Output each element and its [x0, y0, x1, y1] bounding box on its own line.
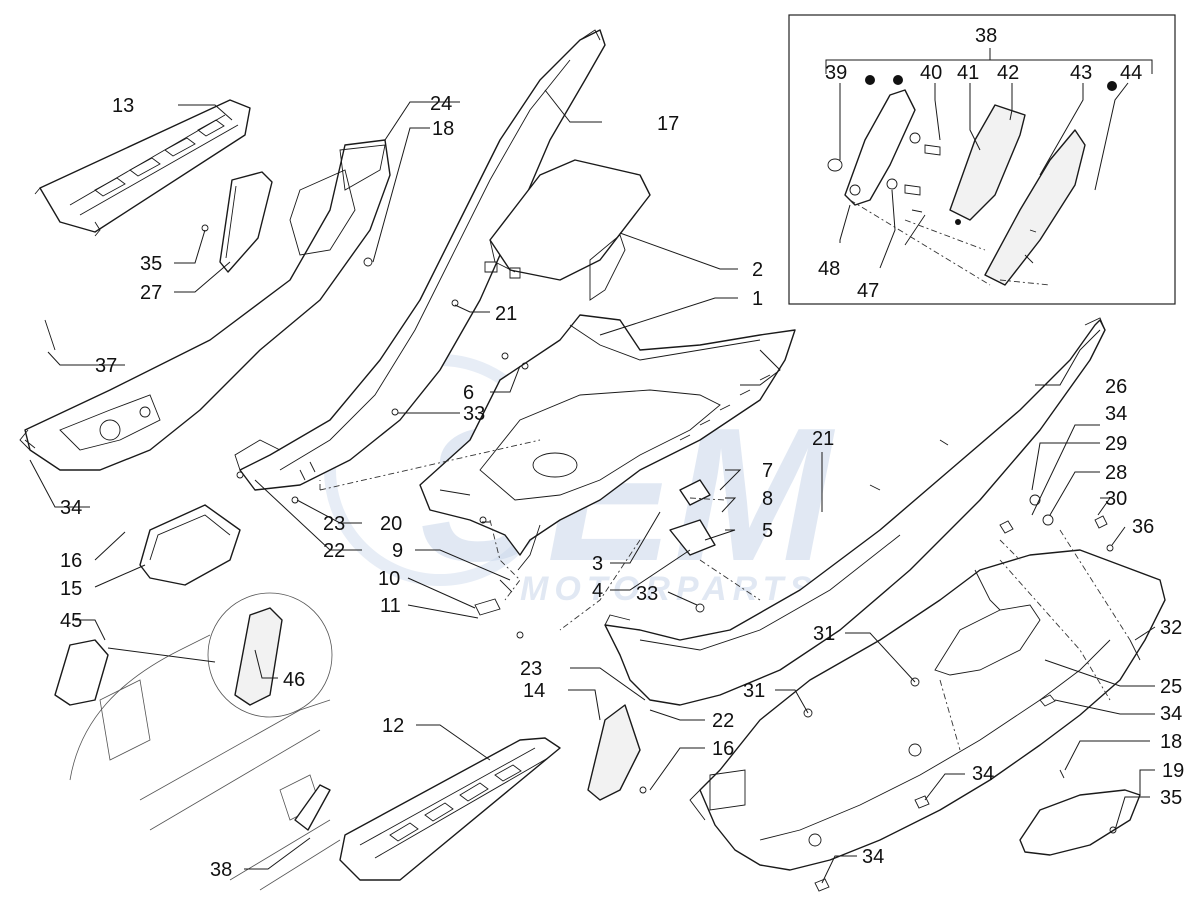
callout-27: 27 [140, 282, 162, 304]
callout-23-a: 23 [323, 513, 345, 535]
callout-32: 32 [1160, 617, 1182, 639]
callout-20: 20 [380, 513, 402, 535]
callout-labels: 1 2 3 4 5 6 7 8 9 10 11 12 13 14 15 16 1… [60, 25, 1184, 881]
callout-39: 39 [825, 62, 847, 84]
callout-19: 19 [1162, 760, 1184, 782]
callout-17: 17 [657, 113, 679, 135]
callout-8: 8 [762, 488, 773, 510]
callout-30: 30 [1105, 488, 1127, 510]
callout-48: 48 [818, 258, 840, 280]
callout-21-a: 21 [495, 303, 517, 325]
callout-34-a: 34 [1105, 403, 1127, 425]
footrest-mat-right [339, 737, 561, 881]
leader-lines [29, 82, 1156, 884]
side-panel-left [19, 139, 391, 471]
callout-33-b: 33 [636, 583, 658, 605]
callout-44: 44 [1120, 62, 1142, 84]
callout-37: 37 [95, 355, 117, 377]
callout-45: 45 [60, 610, 82, 632]
callout-16-a: 16 [60, 550, 82, 572]
callout-21-b: 21 [812, 428, 834, 450]
callout-34-b: 34 [60, 497, 82, 519]
floor-frame [419, 234, 796, 571]
callout-38-a: 38 [975, 25, 997, 47]
callout-22-a: 22 [323, 540, 345, 562]
side-panel-right [604, 317, 1106, 706]
central-tunnel-strip [234, 29, 606, 491]
callout-40: 40 [920, 62, 942, 84]
callout-29: 29 [1105, 433, 1127, 455]
lower-body-panel [689, 549, 1166, 871]
callout-5: 5 [762, 520, 773, 542]
callout-35-b: 35 [1160, 787, 1182, 809]
callout-25: 25 [1160, 676, 1182, 698]
footrest-mat-left [34, 99, 251, 237]
callout-34-e: 34 [862, 846, 884, 868]
callout-1: 1 [752, 288, 763, 310]
callout-7: 7 [762, 460, 773, 482]
callout-10: 10 [378, 568, 400, 590]
callout-35-a: 35 [140, 253, 162, 275]
callout-22-b: 22 [712, 710, 734, 732]
callout-41: 41 [957, 62, 979, 84]
inset-bracket-line [825, 59, 1153, 74]
callout-31-b: 31 [743, 680, 765, 702]
glovebox-lid-15 [139, 504, 241, 586]
inset-frame [788, 14, 1176, 305]
callout-9: 9 [392, 540, 403, 562]
callout-13: 13 [112, 95, 134, 117]
bracket-14 [587, 704, 641, 801]
callout-43: 43 [1070, 62, 1092, 84]
callout-38-b: 38 [210, 859, 232, 881]
callout-47: 47 [857, 280, 879, 302]
callout-24: 24 [430, 93, 452, 115]
callout-31-a: 31 [813, 623, 835, 645]
callout-16-b: 16 [712, 738, 734, 760]
callout-14: 14 [523, 680, 545, 702]
callout-42: 42 [997, 62, 1019, 84]
callout-6: 6 [463, 382, 474, 404]
callout-4: 4 [592, 580, 603, 602]
callout-11: 11 [380, 595, 401, 617]
inset-parts [827, 75, 1117, 286]
hardware [24, 224, 1141, 892]
callout-15: 15 [60, 578, 82, 600]
small-lid-19 [1019, 789, 1141, 856]
callout-18-b: 18 [1160, 731, 1182, 753]
callout-46: 46 [283, 669, 305, 691]
callout-2: 2 [752, 259, 763, 281]
watermark-sub-text: MOTORPARTS [520, 570, 818, 608]
callout-23-b: 23 [520, 658, 542, 680]
callout-36: 36 [1132, 516, 1154, 538]
callout-3: 3 [592, 553, 603, 575]
frame-sketch [69, 634, 341, 891]
seat-pad [484, 159, 651, 281]
assembly-lines [319, 439, 1131, 751]
clip-detail [54, 592, 333, 718]
callout-33-a: 33 [463, 403, 485, 425]
callout-34-c: 34 [1160, 703, 1182, 725]
callout-34-d: 34 [972, 763, 994, 785]
callout-26: 26 [1105, 376, 1127, 398]
callout-12: 12 [382, 715, 404, 737]
callout-18-a: 18 [432, 118, 454, 140]
callout-28: 28 [1105, 462, 1127, 484]
cover-panel-27 [219, 171, 273, 273]
